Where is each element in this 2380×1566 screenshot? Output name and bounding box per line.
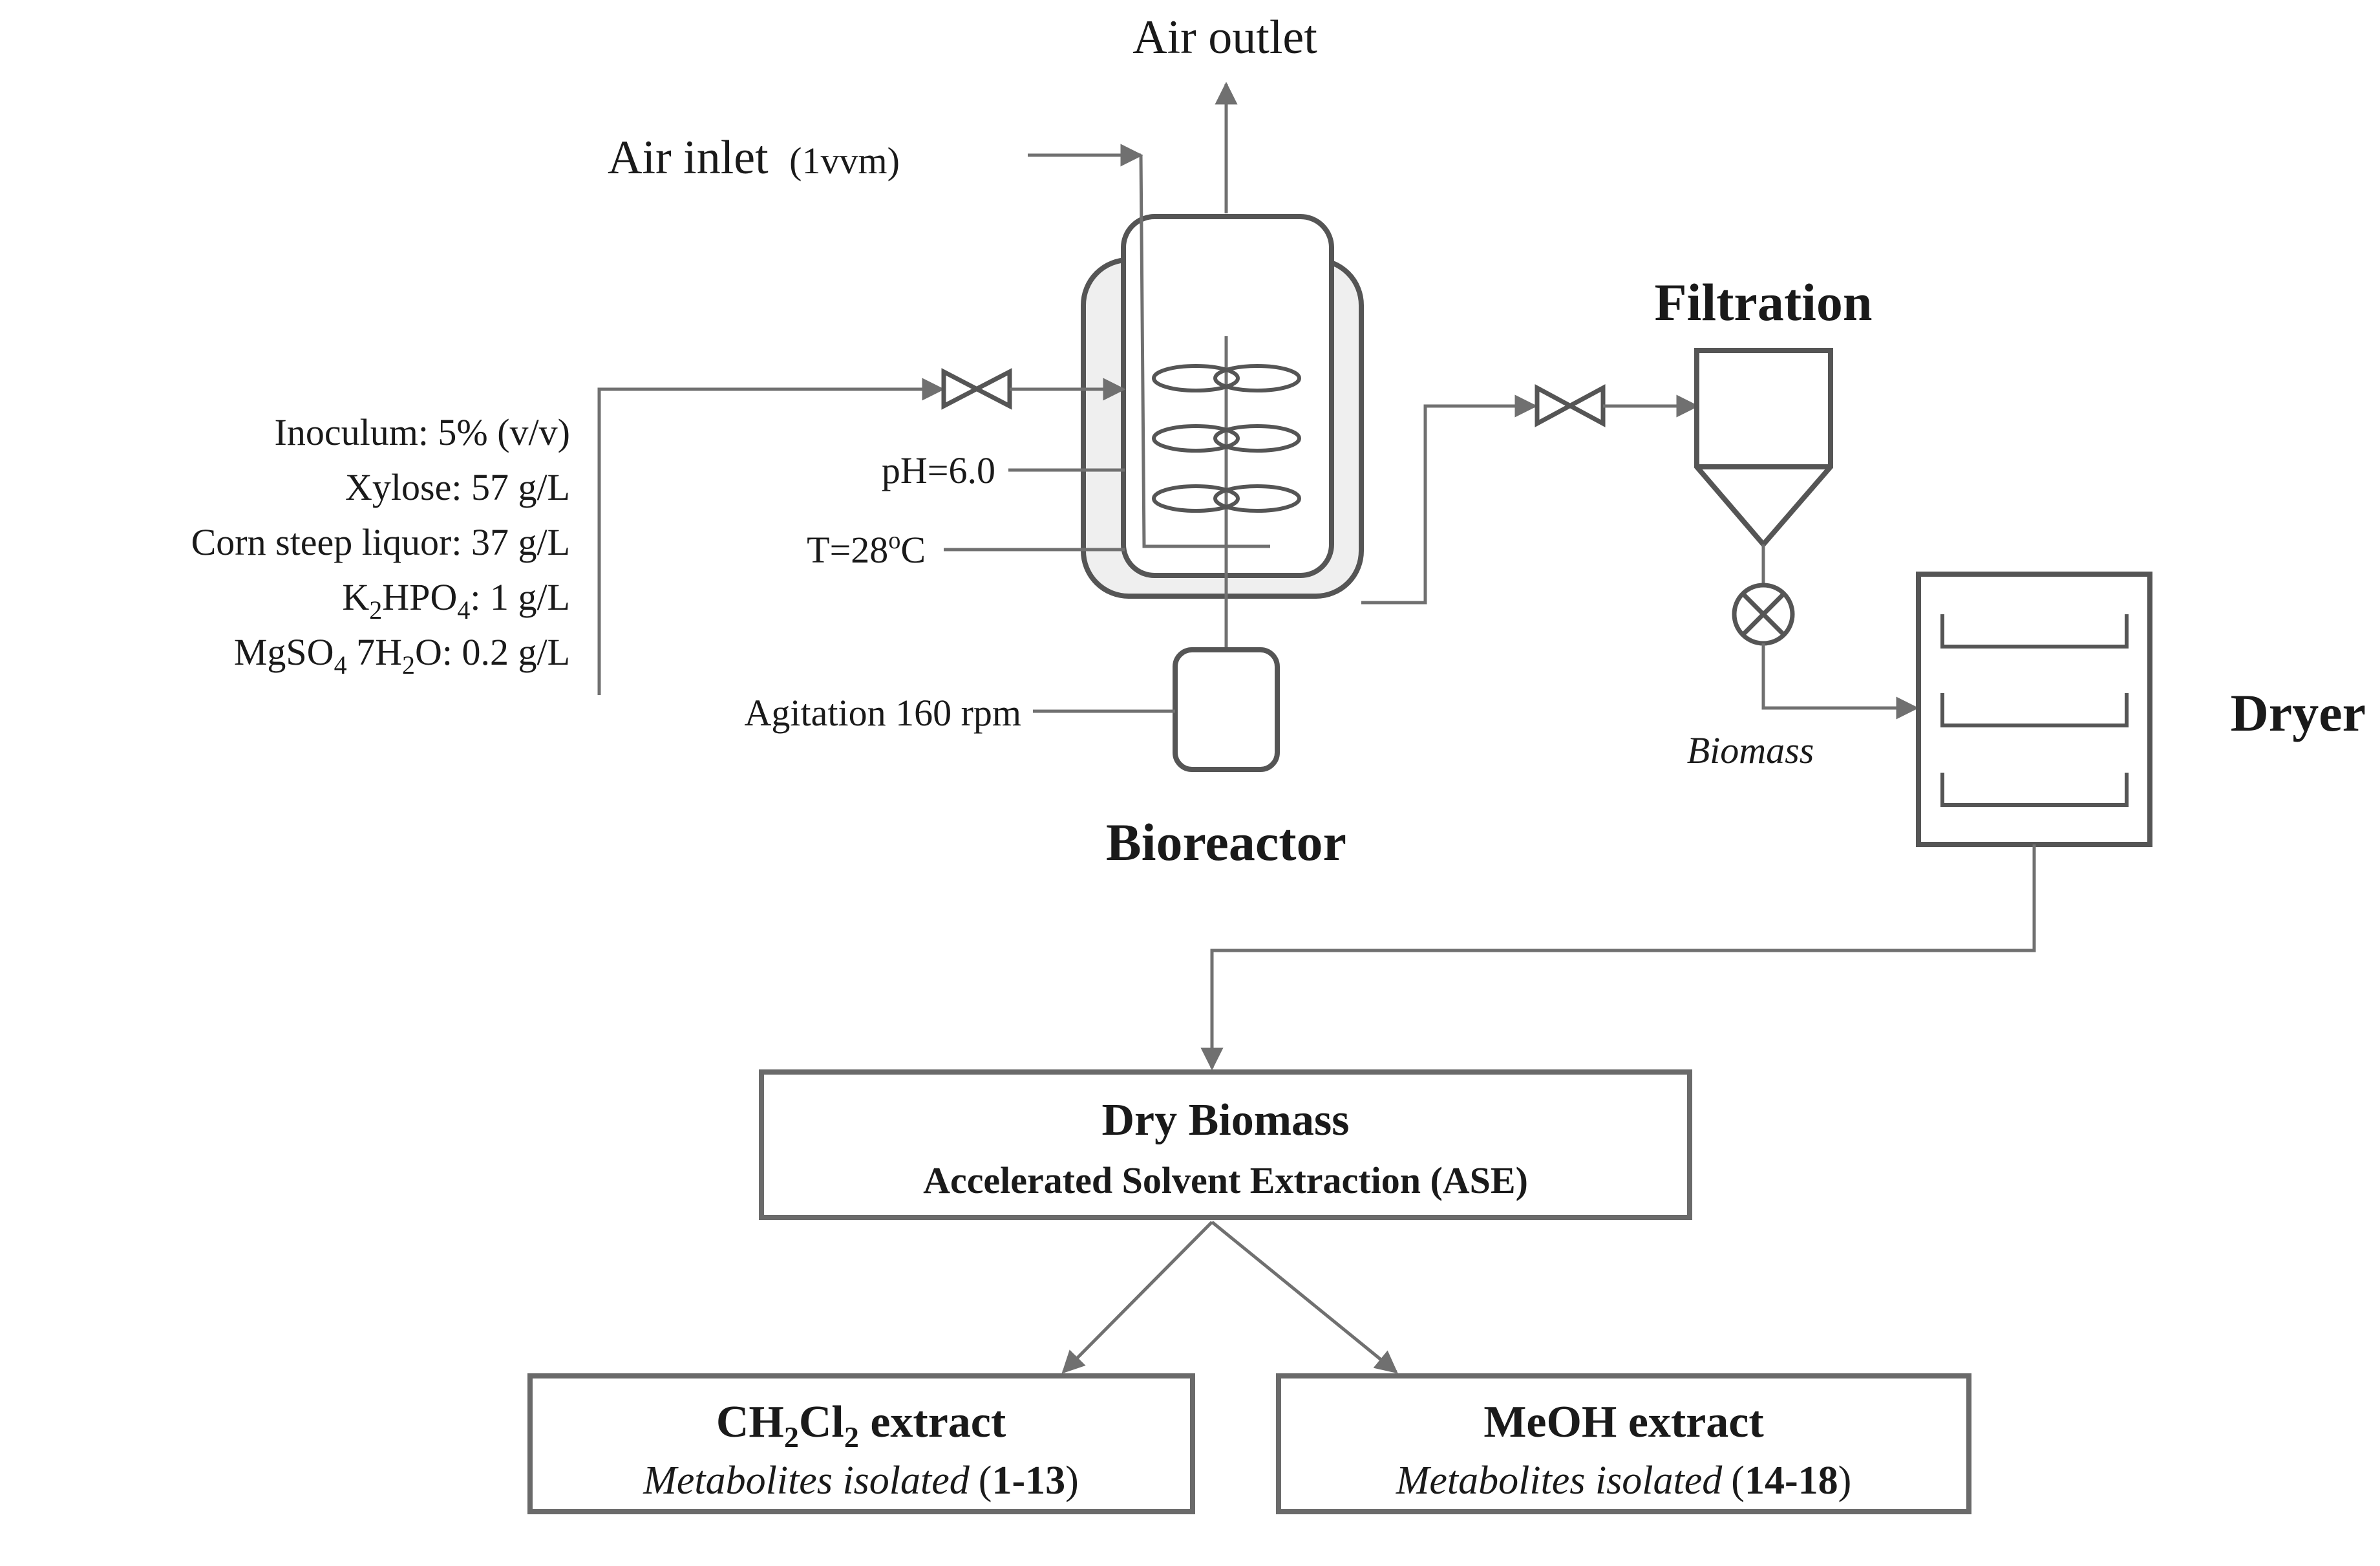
- dryer-output-line: [1200, 844, 2036, 1071]
- impeller-blades: [1152, 364, 1301, 513]
- temperature-label: T=28oC: [807, 527, 926, 571]
- feed-line: [597, 378, 945, 695]
- feed-valve-icon: [941, 368, 1012, 410]
- bioreactor-title: Bioreactor: [1106, 813, 1346, 872]
- dryer-trays: [1940, 614, 2129, 807]
- media-mgso4: MgSO4 7H2O: 0.2 g/L: [234, 631, 570, 680]
- media-corn-steep: Corn steep liquor: 37 g/L: [191, 521, 570, 563]
- media-inoculum: Inoculum: 5% (v/v): [275, 411, 570, 453]
- harvest-line: [1361, 394, 1538, 605]
- agitation-label: Agitation 160 rpm: [744, 692, 1021, 734]
- ph-label: pH=6.0: [882, 449, 995, 491]
- air-outlet-label: Air outlet: [1132, 11, 1317, 64]
- dryer-title: Dryer: [2231, 683, 2366, 742]
- ch2cl2-metabolites: Metabolites isolated(1-13): [643, 1459, 1079, 1503]
- harvest-valve-icon: [1535, 384, 1606, 427]
- biomass-line: [1761, 643, 1919, 720]
- filtration-title: Filtration: [1654, 273, 1872, 332]
- air-inlet-sparger: [1139, 155, 1270, 548]
- dry-biomass-box: [759, 1069, 1692, 1220]
- filter-unit: [1694, 348, 1833, 549]
- agitator-motor: [1173, 647, 1280, 772]
- media-k2hpo4: K2HPO4: 1 g/L: [342, 576, 570, 625]
- meoh-extract-title: MeOH extract: [1483, 1397, 1763, 1447]
- dryer-unit: [1916, 572, 2152, 847]
- split-arrow-left: [1061, 1221, 1213, 1374]
- air-inlet-label: Air inlet (1vvm): [608, 131, 900, 184]
- meoh-metabolites: Metabolites isolated(14-18): [1396, 1459, 1852, 1503]
- biomass-label: Biomass: [1687, 729, 1814, 771]
- split-arrow-right: [1211, 1221, 1398, 1374]
- dry-biomass-title: Dry Biomass: [1101, 1095, 1349, 1145]
- rotary-valve-icon: [1732, 583, 1795, 646]
- media-xylose: Xylose: 57 g/L: [345, 466, 570, 508]
- ch2cl2-extract-title: CH2Cl2 extract: [716, 1397, 1006, 1453]
- ase-subtitle: Accelerated Solvent Extraction (ASE): [923, 1159, 1528, 1201]
- ch2cl2-extract-box: [527, 1373, 1195, 1514]
- meoh-extract-box: [1276, 1373, 1971, 1514]
